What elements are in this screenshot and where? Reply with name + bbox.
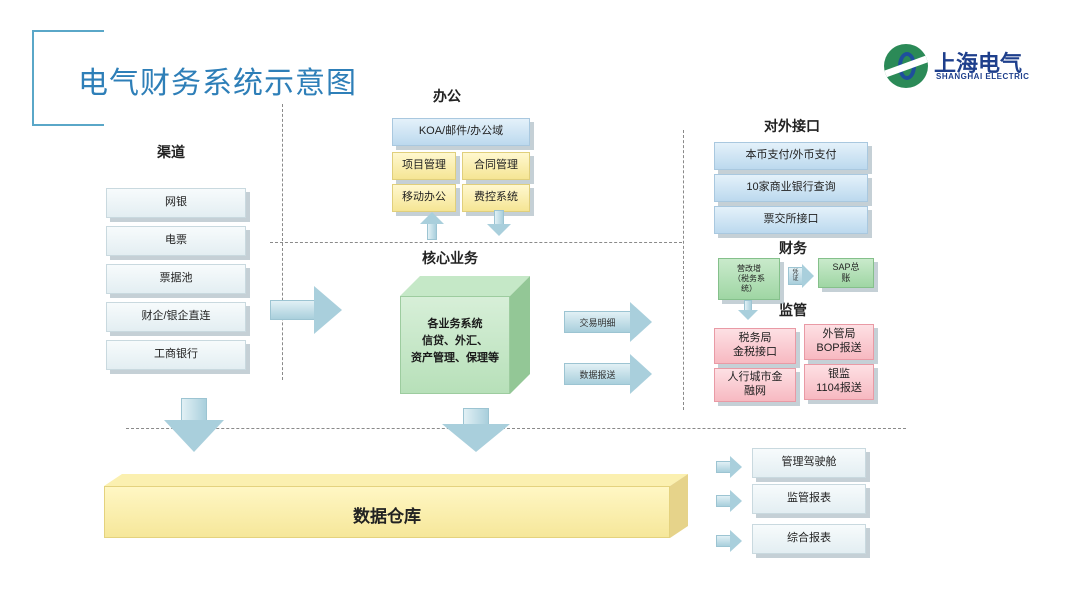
separator-right [683, 130, 684, 410]
separator-middle [270, 242, 682, 243]
arrow-report [716, 456, 742, 478]
heading-supervision: 监管 [779, 302, 807, 318]
core-cube [400, 296, 510, 394]
finance-vat-box: 营改增 （税务系 统） [718, 258, 780, 300]
arrow-report [716, 530, 742, 552]
office-top-box: KOA/邮件/办公域 [392, 118, 530, 146]
external-item: 本币支付/外币支付 [714, 142, 868, 170]
core-line-1: 各业务系统 [427, 318, 483, 330]
arrow-data-report: 数据报送 [564, 354, 652, 394]
core-line-3: 资产管理、保理等 [411, 352, 499, 365]
separator-bottom [126, 428, 906, 429]
core-line-2: 信贷、外汇、 [422, 335, 488, 348]
core-cube-side [510, 276, 530, 394]
arrow-core-to-office [420, 212, 444, 240]
core-cube-top [400, 276, 530, 296]
arrow-office-to-core [487, 210, 511, 236]
arrow-channel-to-core [270, 286, 342, 334]
shanghai-electric-logo-icon [884, 44, 928, 88]
arrow-channel-to-warehouse [164, 398, 224, 452]
heading-channel: 渠道 [157, 144, 185, 160]
data-warehouse-top [104, 474, 688, 486]
arrow-label: 数据报送 [579, 369, 616, 380]
supervision-item: 银监 1104报送 [804, 364, 874, 400]
report-item: 综合报表 [752, 524, 866, 554]
arrow-report [716, 490, 742, 512]
heading-external: 对外接口 [764, 118, 820, 134]
core-text: 各业务系统 信贷、外汇、 资产管理、保理等 [400, 316, 510, 367]
channel-item: 票据池 [106, 264, 246, 294]
data-warehouse-label: 数据仓库 [353, 507, 421, 526]
logo-cn-text: 上海电气 [934, 51, 1023, 76]
heading-finance: 财务 [779, 240, 807, 256]
finance-sap-box: SAP总 账 [818, 258, 874, 288]
data-warehouse [104, 486, 670, 538]
arrow-core-to-warehouse [442, 408, 510, 452]
supervision-item: 人行城市金 融网 [714, 368, 796, 402]
supervision-item: 外管局 BOP报送 [804, 324, 874, 360]
data-warehouse-side [670, 474, 688, 538]
channel-item: 工商银行 [106, 340, 246, 370]
heading-office: 办公 [433, 88, 461, 104]
arrow-vat-to-supervision [738, 300, 758, 320]
report-item: 管理驾驶舱 [752, 448, 866, 478]
report-item: 监管报表 [752, 484, 866, 514]
title-frame [32, 30, 104, 126]
channel-item: 财企/银企直连 [106, 302, 246, 332]
external-item: 票交所接口 [714, 206, 868, 234]
office-cell: 费控系统 [462, 184, 530, 212]
logo-en-text: SHANGHAI ELECTRIC [936, 72, 1030, 81]
external-item: 10家商业银行查询 [714, 174, 868, 202]
office-cell: 项目管理 [392, 152, 456, 180]
heading-core: 核心业务 [422, 250, 478, 266]
arrow-voucher: 凭 证 [788, 264, 814, 288]
arrow-label: 交易明细 [579, 317, 616, 328]
arrow-transaction-detail: 交易明细 [564, 302, 652, 342]
channel-item: 网银 [106, 188, 246, 218]
channel-item: 电票 [106, 226, 246, 256]
office-cell: 移动办公 [392, 184, 456, 212]
supervision-item: 税务局 金税接口 [714, 328, 796, 364]
office-cell: 合同管理 [462, 152, 530, 180]
voucher-label: 凭 证 [792, 270, 799, 282]
page-title: 电气财务系统示意图 [78, 58, 363, 102]
